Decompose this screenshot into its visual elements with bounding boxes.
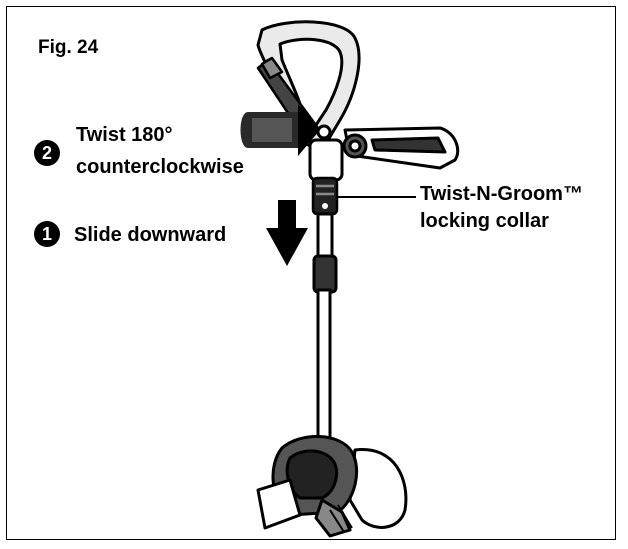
step-2-line2: counterclockwise (76, 156, 244, 178)
step-1-text: Slide downward (74, 224, 227, 246)
shaft (312, 212, 338, 442)
step-1-badge: 1 (34, 221, 60, 247)
figure-label: Fig. 24 (38, 37, 99, 58)
callout-line2: locking collar (420, 210, 549, 232)
locking-collar (311, 176, 339, 216)
step-2-badge: 2 (34, 140, 60, 166)
callout-line1: Twist-N-Groom™ (420, 183, 583, 205)
downward-arrow (266, 200, 308, 266)
trimmer-head (256, 435, 408, 538)
assist-handle (342, 126, 460, 170)
rotation-arrow (240, 104, 320, 156)
step-2-line1: Twist 180° (76, 124, 173, 146)
d-handle (256, 20, 361, 152)
